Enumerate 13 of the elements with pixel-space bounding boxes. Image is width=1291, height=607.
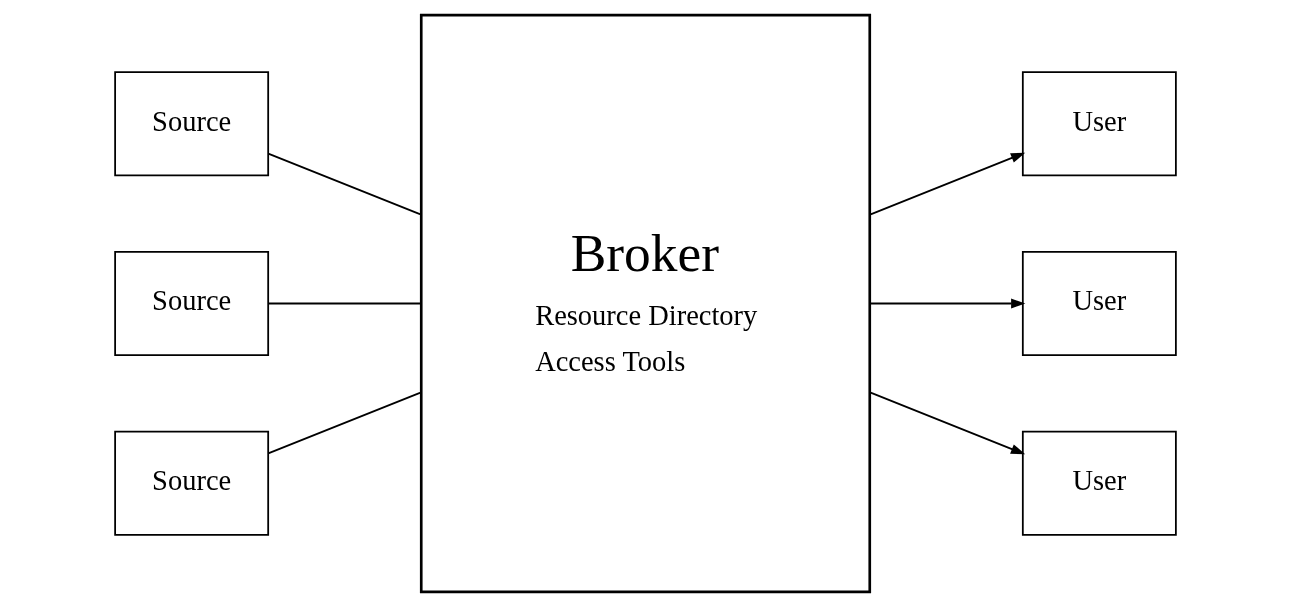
arrow (868, 298, 1026, 309)
node-box: Source (114, 430, 270, 536)
node-box: Broker Resource Directory Access Tools (419, 13, 872, 594)
node-box: User (1021, 71, 1177, 177)
node-box: User (1021, 430, 1177, 536)
connector (267, 302, 422, 305)
node-box: Source (114, 251, 270, 356)
node-box: User (1021, 251, 1177, 356)
node-box: Source (114, 71, 270, 177)
connector (267, 152, 422, 216)
arrow (868, 152, 1026, 216)
arrow (868, 391, 1026, 455)
connector (267, 391, 422, 455)
